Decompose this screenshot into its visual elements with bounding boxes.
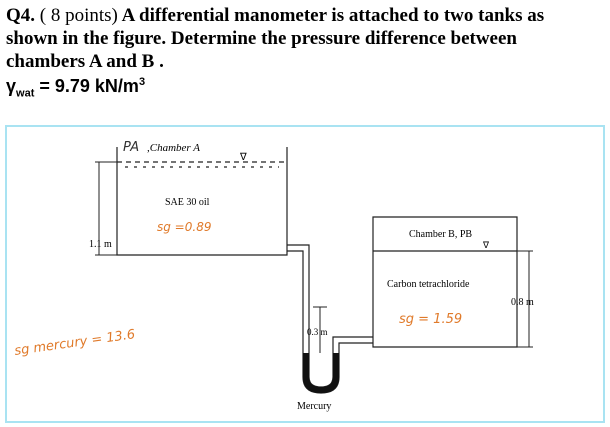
manometer-diagram: ∇ PA ,Chamber A SAE 30 oil sg =0.89 1.1 … (13, 140, 534, 412)
height-a-dimension (95, 161, 117, 256)
tank-a-outline (116, 147, 288, 256)
ct-sg: sg = 1.59 (399, 312, 462, 327)
question-points: ( 8 points) (39, 5, 118, 26)
oil-label: SAE 30 oil (165, 197, 210, 208)
question-line-3: chambers A and B . (6, 51, 164, 72)
chamber-a-label: ,Chamber A (147, 142, 200, 154)
tank-b-surface-symbol: ∇ (482, 240, 490, 250)
gamma-subscript: wat (16, 87, 35, 100)
oil-sg: sg =0.89 (157, 220, 211, 234)
question-line-2: shown in the figure. Determine the press… (6, 28, 517, 49)
gap-dimension (313, 306, 327, 353)
u-tube-inner (308, 335, 334, 388)
chamber-b-label: Chamber B, PB (409, 229, 472, 240)
question-text: Q4. ( 8 points) A differential manometer… (6, 4, 606, 73)
mercury-fill (303, 353, 339, 393)
height-a-label: 1.1 m (89, 239, 112, 250)
pipe-b-inner (338, 342, 373, 377)
mercury-sg: sg mercury = 13.6 (13, 327, 136, 359)
given-specific-weight: γwat = 9.79 kN/m3 (6, 76, 145, 100)
gamma-unit-exponent: 3 (138, 76, 146, 88)
pipe-a (287, 244, 310, 335)
gap-label: 0.3 m (307, 327, 328, 337)
mercury-label: Mercury (297, 401, 331, 412)
question-number: Q4. (6, 5, 36, 26)
tank-a (116, 147, 288, 256)
gamma-value: = 9.79 kN/m (39, 76, 139, 96)
pipe-a-inner (287, 250, 304, 335)
question-line-1: Q4. ( 8 points) A differential manometer… (6, 4, 606, 27)
question-line-1-rest: A differential manometer is attached to … (121, 5, 545, 26)
ct-label: Carbon tetrachloride (387, 279, 470, 290)
pa-label: PA (123, 140, 139, 155)
manometer-figure: ∇ PA ,Chamber A SAE 30 oil sg =0.89 1.1 … (5, 125, 605, 423)
gamma-symbol: γ (6, 76, 17, 96)
height-b-label: 0.8 m (511, 297, 534, 308)
height-b-dimension (517, 250, 533, 348)
tank-a-surface-symbol: ∇ (239, 152, 247, 163)
